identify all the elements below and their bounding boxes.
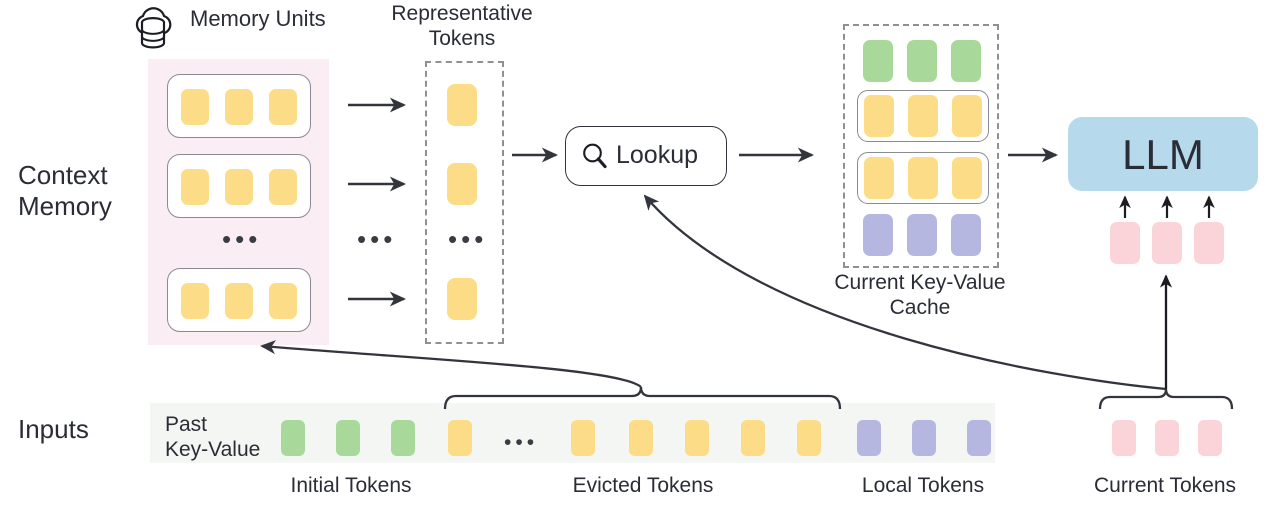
memory-token xyxy=(269,169,297,205)
input-token-local xyxy=(967,420,991,456)
input-token-initial xyxy=(281,420,305,456)
representative-tokens-box xyxy=(425,61,504,344)
kv-token xyxy=(952,95,982,137)
context-memory-section-label: Context Memory xyxy=(18,160,112,221)
representative-token xyxy=(447,84,477,126)
llm-current-token xyxy=(1152,222,1182,264)
memory-token xyxy=(225,89,253,125)
kv-token xyxy=(952,157,982,199)
input-token-initial xyxy=(391,420,415,456)
input-token-current xyxy=(1112,420,1136,456)
kv-cache-row-local xyxy=(863,214,981,256)
input-token-evicted xyxy=(741,420,765,456)
memory-token xyxy=(225,169,253,205)
input-token-evicted xyxy=(685,420,709,456)
llm-box[interactable]: LLM xyxy=(1068,117,1258,191)
input-token-initial xyxy=(336,420,360,456)
caption-current-tokens: Current Tokens xyxy=(1093,474,1237,497)
memory-units-label: Memory Units xyxy=(190,6,326,31)
token-to-llm-arrow xyxy=(1119,195,1215,218)
kv-token xyxy=(951,40,981,82)
memory-token xyxy=(269,89,297,125)
representative-tokens-ellipsis: ••• xyxy=(448,224,488,254)
kv-token xyxy=(907,214,937,256)
inputs-section-label: Inputs xyxy=(18,414,89,444)
input-token-current xyxy=(1155,420,1179,456)
current-tokens-brace xyxy=(1098,388,1234,410)
caption-local-tokens: Local Tokens xyxy=(861,474,985,497)
input-token-local xyxy=(912,420,936,456)
memory-token xyxy=(181,169,209,205)
kv-token xyxy=(863,214,893,256)
kv-token xyxy=(864,95,894,137)
llm-current-token xyxy=(1110,222,1140,264)
memory-unit[interactable] xyxy=(167,268,311,332)
input-token-evicted xyxy=(571,420,595,456)
input-token-evicted xyxy=(797,420,821,456)
current-kv-cache-label: Current Key-Value Cache xyxy=(834,271,1006,319)
memory-unit[interactable] xyxy=(167,74,311,138)
memory-token xyxy=(181,283,209,319)
kv-cache-row-initial xyxy=(863,40,981,82)
memory-token xyxy=(181,89,209,125)
kv-cache-row-retrieved xyxy=(857,152,989,204)
evicted-to-context-memory-arrow xyxy=(260,340,642,388)
memory-token xyxy=(269,283,297,319)
input-token-evicted xyxy=(448,420,472,456)
kv-token xyxy=(907,40,937,82)
kv-token xyxy=(951,214,981,256)
input-token-current xyxy=(1198,420,1222,456)
kv-token xyxy=(864,157,894,199)
memory-units-ellipsis: ••• xyxy=(222,224,262,254)
input-token-evicted xyxy=(629,420,653,456)
representative-tokens-label: Representative Tokens xyxy=(391,2,533,50)
caption-initial-tokens: Initial Tokens xyxy=(290,474,412,497)
search-icon xyxy=(583,143,607,169)
kv-token xyxy=(908,157,938,199)
representative-token xyxy=(447,163,477,205)
cloud-database-icon xyxy=(135,7,172,49)
memory-unit[interactable] xyxy=(167,154,311,218)
kv-token xyxy=(908,95,938,137)
caption-evicted-tokens: Evicted Tokens xyxy=(572,474,714,497)
lookup-box[interactable]: Lookup xyxy=(565,126,727,186)
llm-current-token xyxy=(1194,222,1224,264)
lookup-label: Lookup xyxy=(616,141,699,169)
current-kv-cache-box xyxy=(843,24,999,268)
summarize-arrows-ellipsis: ••• xyxy=(357,224,397,254)
summarize-arrow xyxy=(348,97,407,307)
past-key-value-label: Past Key-Value xyxy=(165,413,261,462)
kv-cache-row-retrieved xyxy=(857,90,989,142)
kv-token xyxy=(863,40,893,82)
memory-token xyxy=(225,283,253,319)
inputs-ellipsis: ••• xyxy=(504,431,539,454)
input-token-local xyxy=(857,420,881,456)
representative-token xyxy=(447,278,477,320)
llm-label: LLM xyxy=(1122,131,1204,178)
